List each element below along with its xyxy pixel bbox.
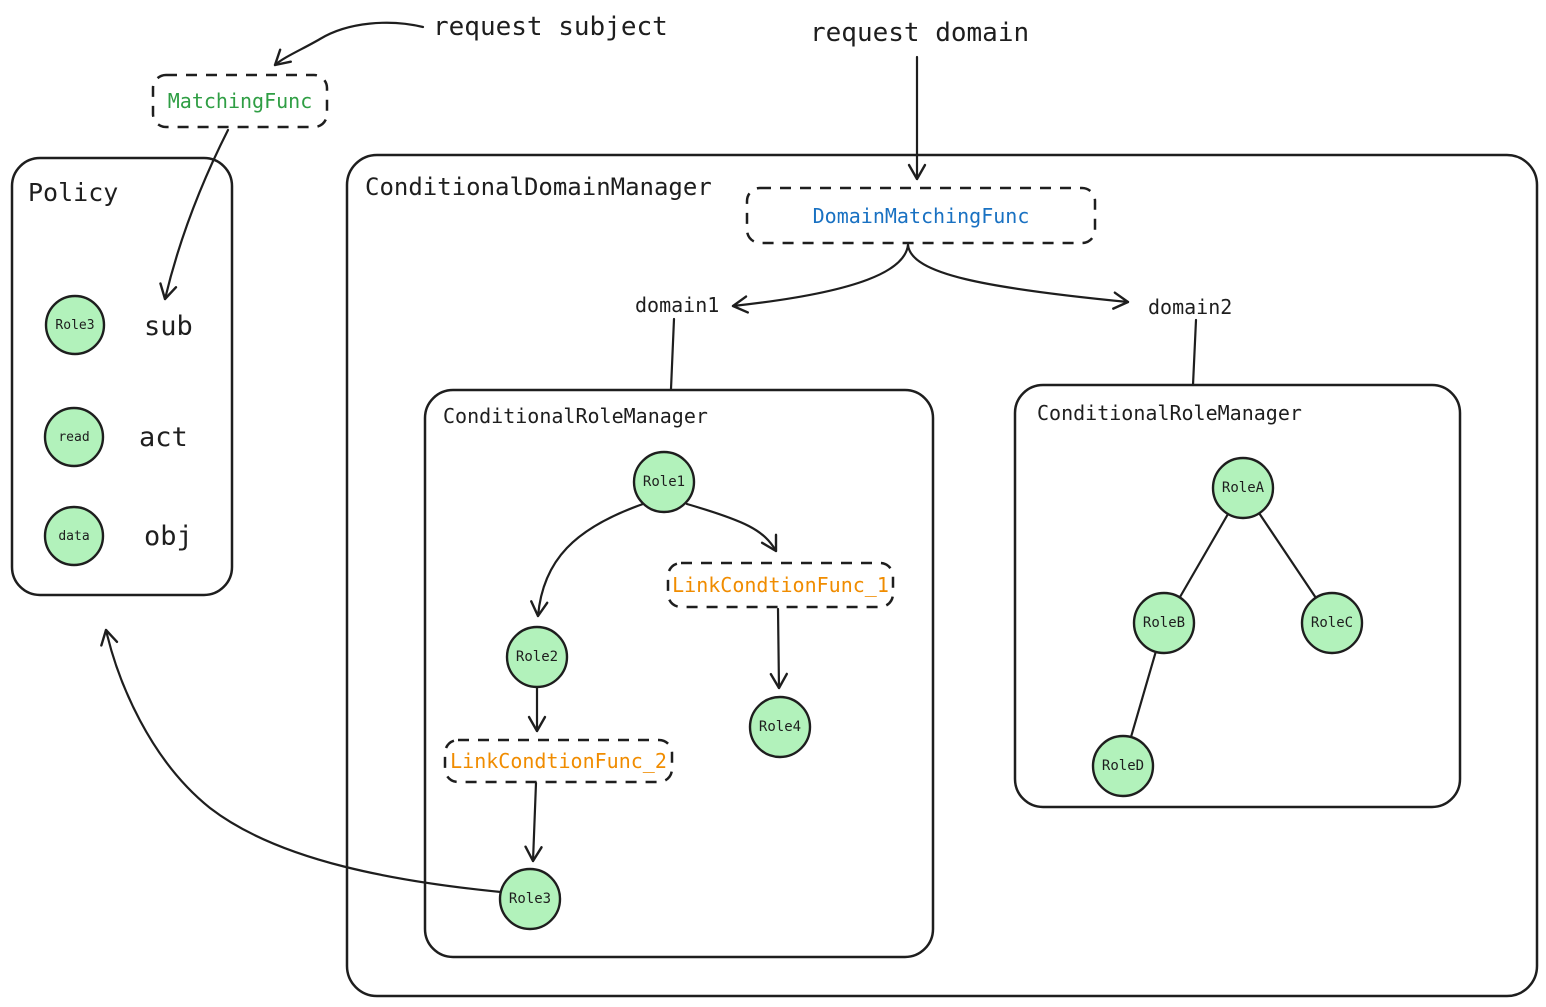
node-role1	[632, 450, 696, 514]
conditional-role-manager-domain2-title: ConditionalRoleManager	[1037, 401, 1302, 425]
node-role2-label: Role2	[515, 649, 559, 665]
policy-sub-label: sub	[144, 311, 193, 342]
policy-title: Policy	[28, 178, 119, 207]
policy-node-read-label: read	[58, 429, 90, 445]
conditional-role-manager-domain1-box	[423, 388, 935, 959]
arrow-link-condition-func-1-to-role4	[769, 607, 789, 690]
policy-node-data	[43, 505, 105, 567]
request-domain-label: request domain	[810, 18, 1030, 48]
node-role1-label: Role1	[642, 474, 686, 490]
arrow-role1-to-role2	[530, 502, 645, 618]
link-condition-func-1-box	[666, 561, 895, 609]
matching-func-box	[151, 73, 329, 129]
node-roleD	[1091, 734, 1155, 798]
link-condition-func-1-label: LinkCondtionFunc_1	[672, 573, 889, 597]
link-condition-func-2-label: LinkCondtionFunc_2	[450, 749, 667, 773]
conditional-domain-manager-box	[345, 153, 1539, 998]
arrow-role3-to-policy	[100, 628, 503, 894]
arrow-role1-to-link-condition-func-1	[685, 502, 778, 553]
policy-node-role3	[44, 294, 106, 356]
line-domain1-to-role-manager	[669, 317, 676, 391]
node-roleA-label: RoleA	[1221, 480, 1265, 496]
node-roleC	[1300, 591, 1364, 655]
arrow-request-subject-to-matching-func	[273, 21, 425, 67]
node-roleA	[1211, 456, 1275, 520]
line-roleB-to-roleD	[1129, 649, 1158, 739]
arrow-fork-to-domain1	[731, 243, 910, 314]
domain-matching-func-label: DomainMatchingFunc	[812, 203, 1030, 228]
conditional-role-manager-domain1-title: ConditionalRoleManager	[443, 404, 708, 428]
node-role3-label: Role3	[508, 891, 552, 907]
policy-node-read	[43, 406, 105, 468]
policy-box	[10, 156, 234, 597]
policy-node-data-label: data	[58, 528, 90, 544]
node-role4	[748, 695, 812, 759]
policy-act-label: act	[139, 422, 188, 453]
node-role2	[505, 625, 569, 689]
policy-node-role3-label: Role3	[55, 317, 95, 333]
link-condition-func-2-box	[443, 738, 674, 784]
arrow-matching-func-to-sub	[159, 128, 230, 301]
domain1-label: domain1	[635, 293, 720, 317]
request-subject-label: request subject	[433, 12, 668, 42]
node-roleD-label: RoleD	[1101, 758, 1145, 774]
node-role4-label: Role4	[758, 719, 802, 735]
conditional-domain-manager-title: ConditionalDomainManager	[365, 173, 712, 201]
line-roleA-to-roleC	[1257, 511, 1318, 600]
line-roleA-to-roleB	[1178, 512, 1230, 599]
node-roleB	[1132, 591, 1196, 655]
domain2-label: domain2	[1148, 295, 1233, 319]
arrow-link-condition-func-2-to-role3	[524, 781, 543, 863]
node-role3	[498, 867, 562, 931]
node-roleC-label: RoleC	[1310, 615, 1354, 631]
domain-matching-func-box	[745, 186, 1097, 245]
matching-func-label: MatchingFunc	[167, 89, 313, 113]
line-domain2-to-role-manager	[1191, 318, 1198, 387]
arrow-fork-to-domain2	[906, 243, 1130, 310]
conditional-role-manager-domain2-box	[1013, 383, 1462, 809]
node-roleB-label: RoleB	[1142, 615, 1186, 631]
policy-obj-label: obj	[144, 521, 193, 552]
